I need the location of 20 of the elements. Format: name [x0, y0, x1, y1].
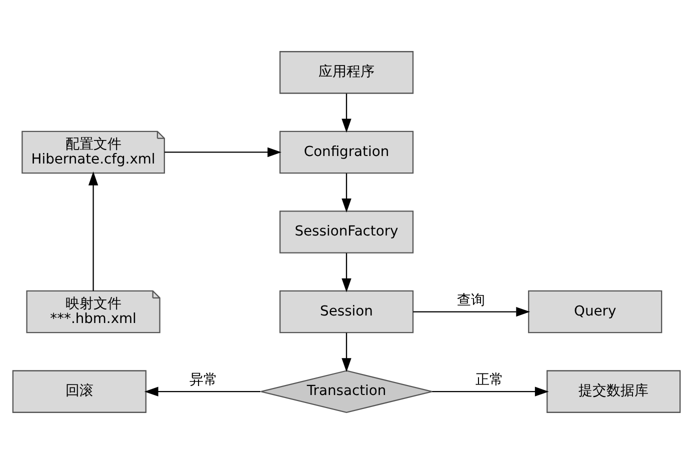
arrow: [342, 172, 352, 212]
node-diamond: Transaction: [260, 370, 433, 412]
edge-label: 正常: [476, 372, 504, 388]
arrow: [413, 306, 530, 316]
arrow: [88, 171, 98, 290]
edge-label: 异常: [189, 372, 218, 388]
arrow: [432, 386, 549, 396]
node-box: Session: [279, 290, 414, 333]
node-box: 提交数据库: [546, 370, 681, 412]
arrow: [342, 332, 352, 372]
arrow: [342, 93, 352, 132]
node-box: 回滚: [12, 370, 146, 412]
arrow: [144, 386, 260, 396]
edge-label: 查询: [456, 292, 485, 308]
node-box: Configration: [279, 130, 414, 174]
node-box: Query: [528, 290, 662, 333]
arrow: [342, 252, 352, 292]
node-box: 应用程序: [279, 50, 414, 94]
arrow: [164, 146, 282, 157]
node-box: SessionFactory: [279, 210, 414, 253]
